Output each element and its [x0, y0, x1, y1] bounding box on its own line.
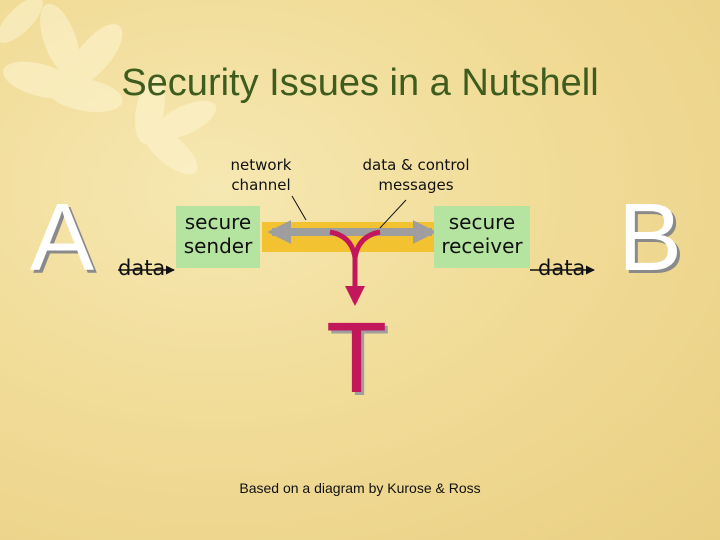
secure-receiver-line-1: secure: [448, 210, 516, 234]
flower-decoration-icon: [0, 0, 217, 175]
network-channel-leader: [291, 195, 307, 221]
secure-sender-box: secure sender: [176, 206, 260, 268]
messages-label-line-2: messages: [378, 176, 454, 194]
data-output-label: data: [538, 256, 586, 280]
intruder-letter: T: [326, 302, 388, 414]
secure-receiver-line-2: receiver: [441, 234, 523, 258]
diagram-credit: Based on a diagram by Kurose & Ross: [239, 480, 481, 496]
data-input-label: data: [118, 256, 166, 280]
party-a-letter: A: [30, 184, 95, 291]
messages-label: data & control messages: [346, 155, 486, 195]
network-channel-label-line-2: channel: [231, 176, 291, 194]
secure-sender-line-1: secure: [184, 210, 252, 234]
network-channel-label-line-1: network: [230, 156, 292, 174]
slide-title: Security Issues in a Nutshell: [121, 62, 599, 104]
messages-leader: [379, 199, 407, 229]
secure-receiver-box: secure receiver: [434, 206, 530, 268]
network-channel-label: network channel: [214, 155, 308, 195]
messages-label-line-1: data & control: [362, 156, 470, 174]
secure-sender-line-2: sender: [183, 234, 253, 258]
party-b-letter: B: [618, 184, 683, 291]
